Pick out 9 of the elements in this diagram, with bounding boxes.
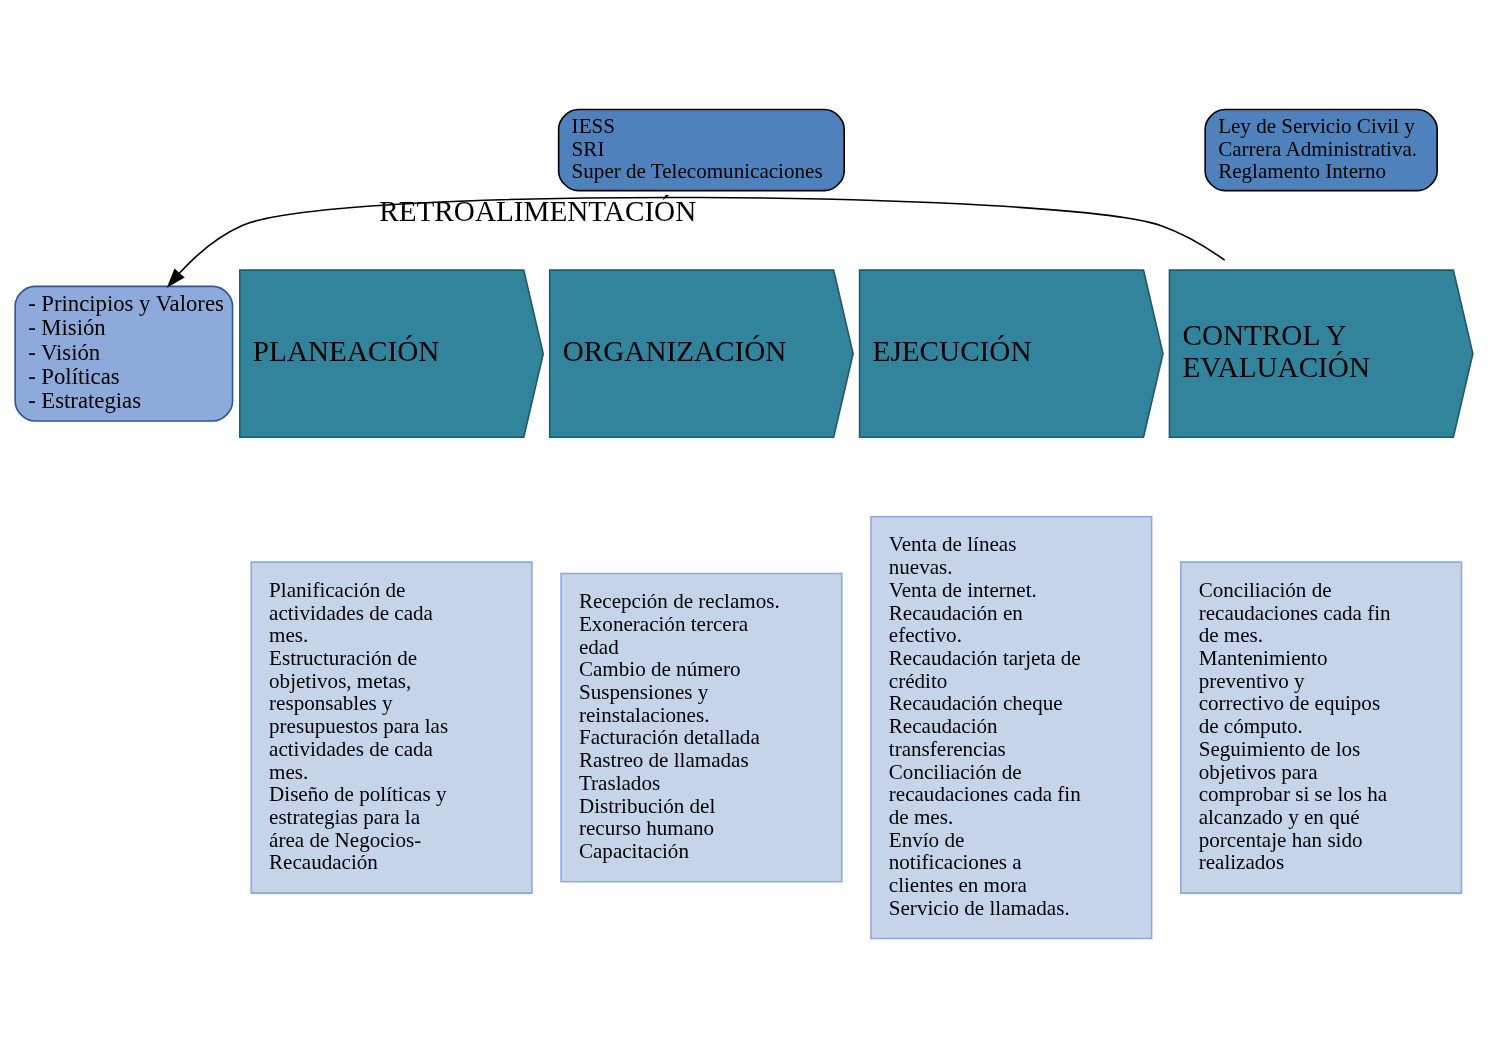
node-box: Recepción de reclamos. Exoneración tercera edad Cambio de número Suspensiones y reinstalaciones. Facturación detallada Rastreo de llamadas Traslados Distribución del recurso humano Capacitación <box>560 572 843 883</box>
node-box: Venta de líneas nuevas. Venta de internet. Recaudación en efectivo. Recaudación tarjeta de crédito Recaudación cheque Recaudación transferencias Conciliación de recaudaciones cada fin de mes. Envío de notificaciones a clientes en mora Servicio de llamadas. <box>870 515 1153 939</box>
edge-label: RETROALIMENTACIÓN <box>379 194 697 227</box>
node-box: - Principios y Valores - Misión - Visión - Políticas - Estrategias <box>14 285 234 422</box>
node-box: IESS SRI Super de Telecomunicaciones <box>557 108 845 191</box>
node-box: Planificación de actividades de cada mes. Estructuración de objetivos, metas, responsables y presupuestos para las actividades de cada mes. Diseño de políticas y estrategias para la área de Negocios-Recaudación <box>250 560 533 894</box>
arrow <box>166 196 1226 288</box>
node-box: Conciliación de recaudaciones cada fin de mes. Mantenimiento preventivo y correctivo de equipos de cómputo. Seguimiento de los objetivos para comprobar si se los ha alcanzado y en qué porcentaje han sido realizados <box>1180 560 1463 894</box>
node-box: Ley de Servicio Civil y Carrera Administrativa. Reglamento Interno <box>1204 108 1438 191</box>
